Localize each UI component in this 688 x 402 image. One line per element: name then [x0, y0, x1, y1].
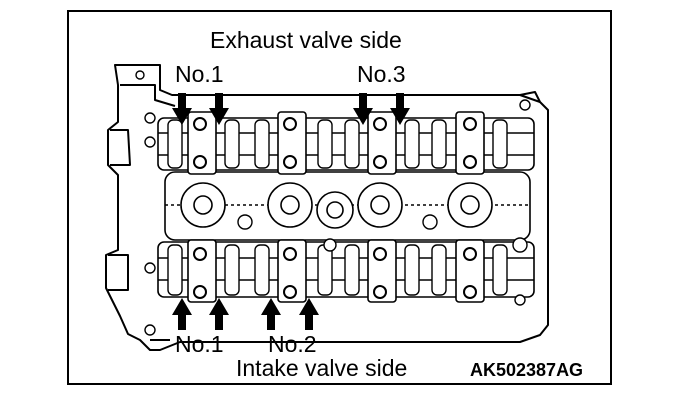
exhaust-no1-label: No.1: [175, 61, 224, 87]
intake-no1-label: No.1: [175, 331, 224, 357]
figure-frame: [67, 10, 612, 385]
intake-side-label: Intake valve side: [236, 355, 408, 381]
figure-code: AK502387AG: [470, 360, 584, 380]
small-bolts: [135, 70, 531, 336]
exhaust-side-label: Exhaust valve side: [210, 27, 402, 53]
exhaust-no1-arrows: [172, 93, 229, 125]
cylinder-head-outline: [105, 64, 549, 351]
intake-no2-label: No.2: [268, 331, 317, 357]
spark-plug-bosses: [180, 182, 493, 229]
exhaust-no3-arrows: [353, 93, 410, 125]
cam-lobes: [167, 119, 508, 296]
exhaust-no3-label: No.3: [357, 61, 406, 87]
intake-no1-arrows: [172, 298, 229, 330]
intake-no2-arrows: [261, 298, 319, 330]
cap-bolts: [193, 117, 477, 299]
